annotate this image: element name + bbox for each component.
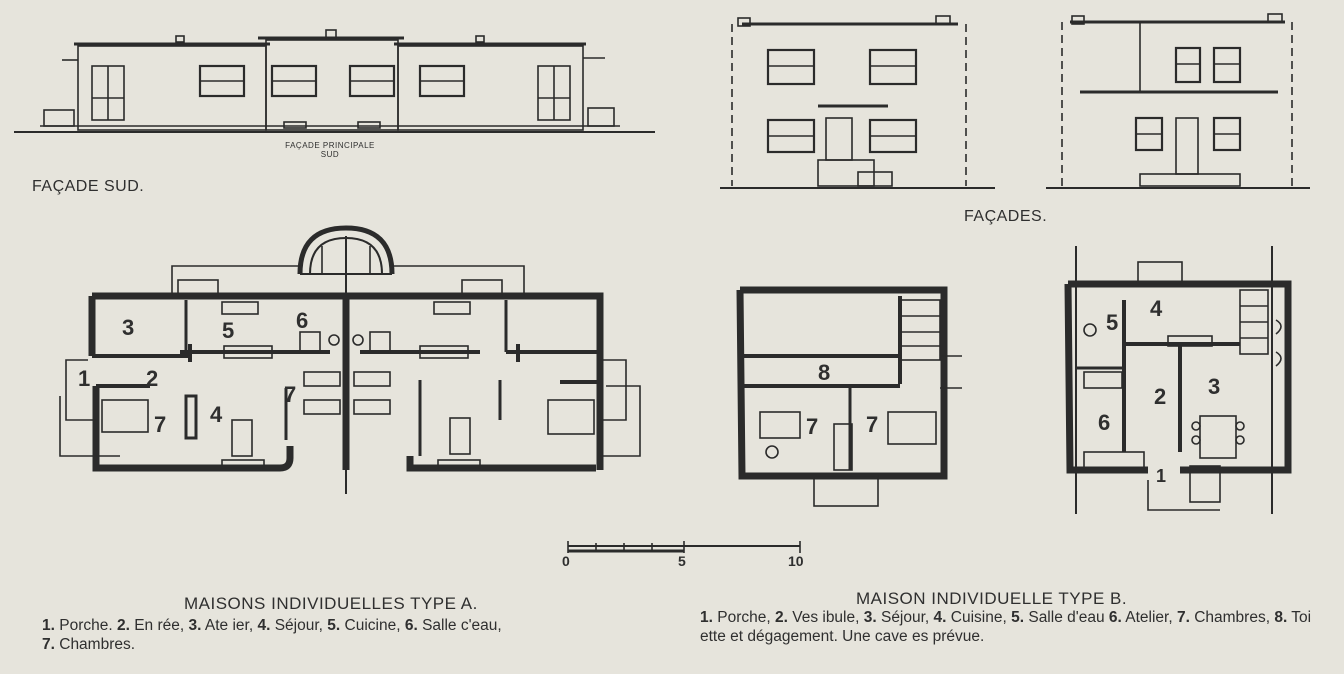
legend-a-title: MAISONS INDIVIDUELLES TYPE A. [184,594,478,613]
plan-b-ground-room-4: 4 [1150,296,1163,321]
legend-b-item-2: 2. Ves ibule, [774,609,864,626]
legend-b-item-8: 8. Toi ette et dégagement. Une cave es p… [700,609,1312,645]
plan-a-room-7-left: 7 [154,412,167,437]
legend-b-item-1: 1. Porche, [700,609,775,626]
plan-b-ground-room-5: 5 [1106,310,1119,335]
legend-a-text: 1. Porche. 2. En rée, 3. Ate ier, 4. Séj… [42,616,682,654]
legend-a-item-1: 1. Porche. [42,617,117,634]
legend-b-text: 1. Porche, 2. Ves ibule, 3. Séjour, 4. C… [700,608,1330,646]
legend-b-item-6: 6. Atelier, [1108,609,1177,626]
legend-b-item-7: 7. Chambres, [1176,609,1275,626]
plan-a-room-3: 3 [122,315,135,340]
legend-a-item-4: 4. Séjour, [257,617,328,634]
plan-b-upper-room-8: 8 [818,360,831,385]
legend-b-item-4: 4. Cuisine, [933,609,1012,626]
plan-b-ground-room-1: 1 [1156,466,1167,486]
facades-b-caption: FAÇADES. [964,208,1048,225]
facade-sud-caption: FAÇADE SUD. [32,178,145,195]
facade-principale-label: FAÇADE PRINCIPALE SUD [272,141,388,159]
plan-b-ground-room-2: 2 [1154,384,1167,409]
plan-a-room-5: 5 [222,318,235,343]
legend-a-item-2: 2. En rée, [116,617,189,634]
facade-principale-line2: SUD [320,150,340,159]
scale-label-5: 5 [678,553,686,569]
plan-a-room-2: 2 [146,366,159,391]
legend-b-title: MAISON INDIVIDUELLE TYPE B. [856,589,1128,608]
facade-sud-drawing [14,29,655,133]
legend-a-item-5: 5. Cuicine, [327,617,405,634]
scale-label-0: 0 [562,553,570,569]
plan-a-room-4: 4 [210,402,223,427]
plan-b-upper-drawing [736,286,962,507]
plan-a-room-6: 6 [296,308,309,333]
plan-b-ground-room-6: 6 [1098,410,1111,435]
legend-a-item-6: 6. Salle c'eau, [404,617,502,634]
plan-b-upper-room-7-right: 7 [866,412,879,437]
plan-a-room-7-center: 7 [284,382,297,407]
scale-bar-drawing [567,541,801,553]
legend-b-item-5: 5. Salle d'eau [1011,609,1109,626]
facades-b-drawing [720,13,1310,189]
plan-b-ground-drawing [1064,246,1292,514]
plan-b-upper-room-7-left: 7 [806,414,819,439]
scale-label-10: 10 [788,553,804,569]
legend-a-item-7: 7. Chambres. [42,636,136,653]
legend-b-item-3: 3. Séjour, [863,609,934,626]
facade-principale-line1: FAÇADE PRINCIPALE [285,141,375,150]
plan-b-ground-room-3: 3 [1208,374,1221,399]
legend-a-item-3: 3. Ate ier, [188,617,258,634]
plan-a-room-1: 1 [78,366,91,391]
plan-a-drawing [59,225,641,494]
